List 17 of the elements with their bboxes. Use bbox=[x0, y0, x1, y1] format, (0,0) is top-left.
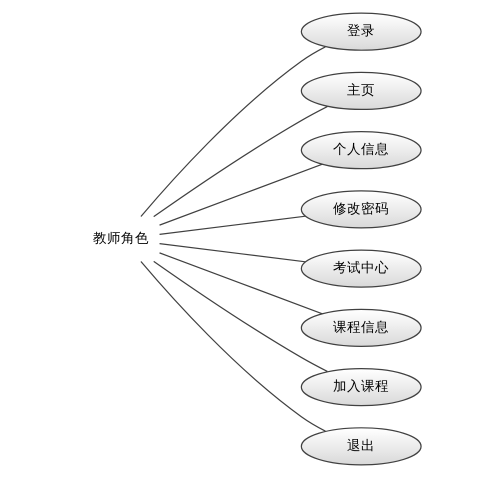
node-ellipse: 加入课程 bbox=[300, 368, 422, 406]
node-ellipse: 个人信息 bbox=[300, 131, 422, 170]
connector bbox=[158, 252, 322, 314]
node-text: 教师角色 bbox=[92, 230, 149, 246]
node-ellipse: 退出 bbox=[300, 427, 422, 466]
node-ellipse: 课程信息 bbox=[300, 308, 422, 347]
connector bbox=[158, 164, 322, 226]
connector bbox=[140, 261, 326, 432]
node-ellipse: 修改密码 bbox=[300, 190, 422, 229]
node-ellipse: 登录 bbox=[300, 12, 422, 51]
connector bbox=[158, 216, 306, 235]
connector bbox=[140, 46, 326, 217]
connector bbox=[152, 106, 328, 218]
node-ellipse: 考试中心 bbox=[300, 249, 422, 288]
node-ellipse: 主页 bbox=[300, 72, 422, 110]
connector bbox=[152, 260, 328, 372]
connector bbox=[158, 243, 306, 262]
